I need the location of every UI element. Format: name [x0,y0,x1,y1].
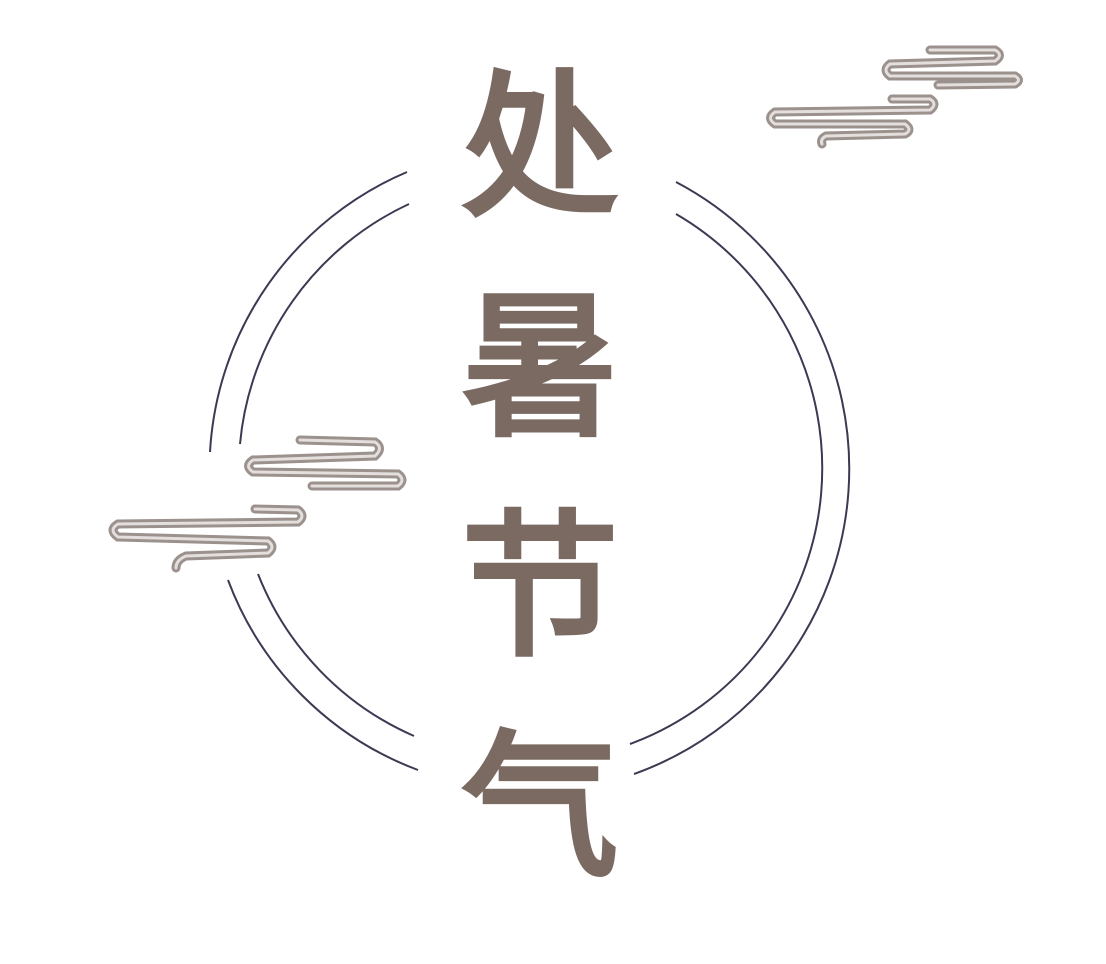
title-char-shu: 暑 [461,275,619,460]
cloud-left-lower [108,504,307,573]
inner-ring-left-lower-arc [257,573,415,737]
inner-ring-left-upper-arc [239,203,410,445]
cloud-left-upper [244,435,407,491]
outer-ring-left-lower-arc [227,579,419,771]
title-char-chu: 处 [461,55,619,240]
outer-ring-left-upper-arc [209,171,408,453]
title-char-qi: 气 [461,715,619,900]
cloud-top-right [766,45,1023,149]
outer-ring-right-arc [633,181,851,775]
double-ring [209,171,851,775]
title-char-jie: 节 [461,495,619,680]
inner-ring-right-arc [629,213,824,745]
